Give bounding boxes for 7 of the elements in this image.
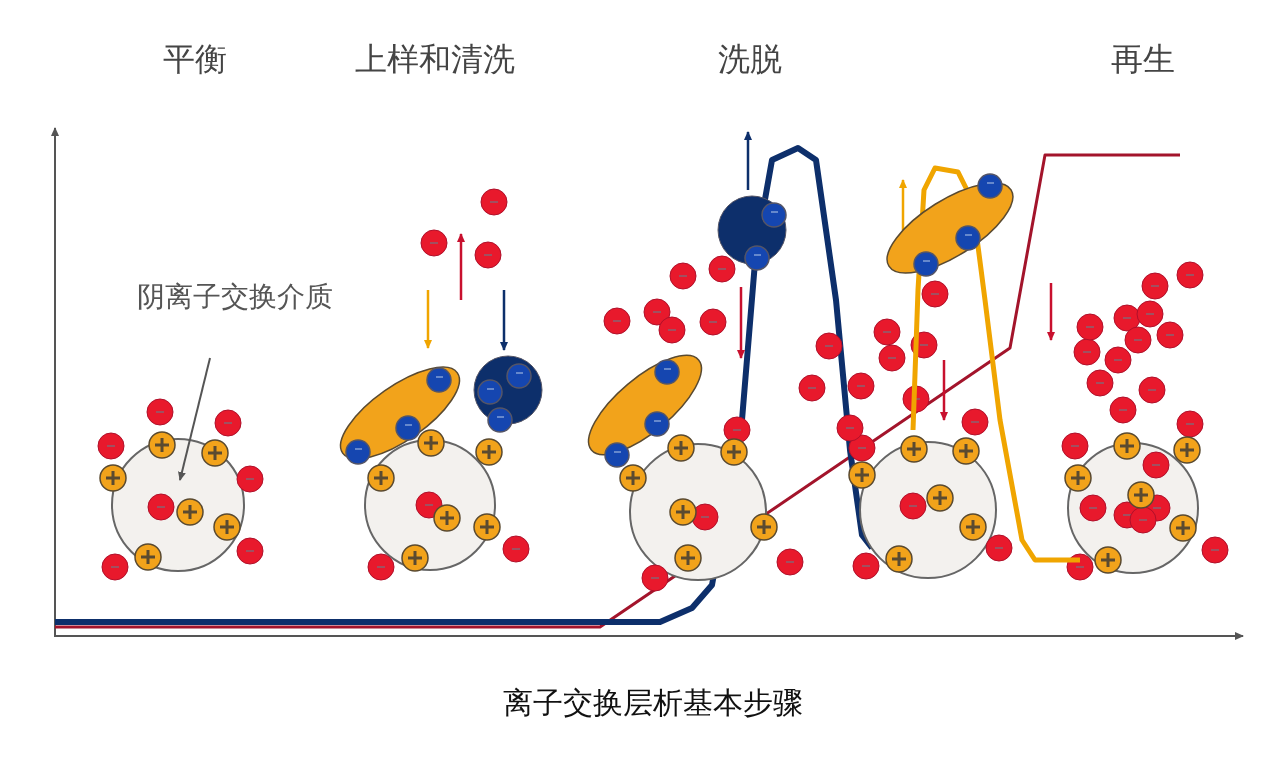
caption: 离子交换层析基本步骤 xyxy=(503,684,803,722)
stage-title: 洗脱 xyxy=(718,39,782,80)
stage-title: 再生 xyxy=(1111,39,1175,80)
stage-title: 上样和清洗 xyxy=(355,39,515,80)
stage-title: 平衡 xyxy=(163,39,227,80)
leader-line xyxy=(178,357,211,481)
callout-label: 阴离子交换介质 xyxy=(137,278,333,316)
